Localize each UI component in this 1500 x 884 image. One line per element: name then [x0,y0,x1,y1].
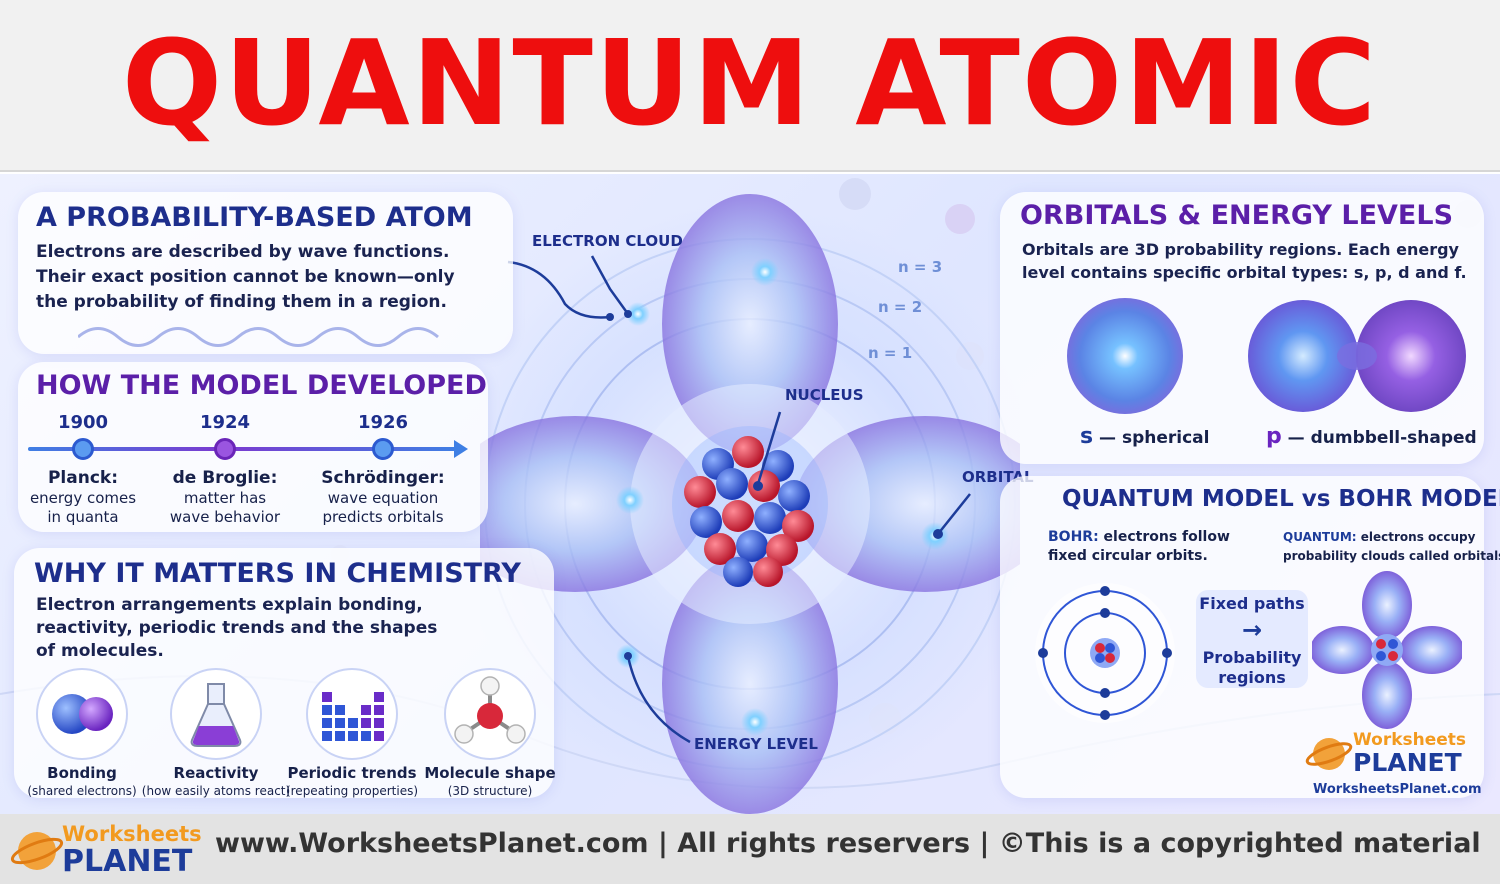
level-n1-label: n = 1 [868,344,913,362]
probability-text: Electrons are described by wave function… [36,240,455,315]
comparison-card: QUANTUM MODEL vs BOHR MODEL BOHR: electr… [1000,476,1500,798]
timeline-name-schrodinger: Schrödinger: [321,468,445,488]
s-letter: s [1080,424,1094,449]
timeline-year-1926: 1926 [357,412,409,433]
logo-main: Worksheets PLANET WorksheetsPlanet.com [1305,724,1485,804]
probability-line: the probability of finding them in a reg… [36,292,447,312]
timeline-dot [72,438,94,460]
fixed-paths-label: Fixed paths [1199,594,1305,613]
probability-line: Electrons are described by wave function… [36,242,450,262]
footer: Worksheets PLANET www.WorksheetsPlanet.c… [0,814,1500,884]
molecule-shape-sub: (3D structure) [447,784,533,798]
s-orbital-icon [1067,298,1183,414]
transition-arrow-icon: → [1241,616,1263,644]
timeline-desc-line: energy comes [29,489,137,507]
flask-icon [170,668,262,760]
reactivity-sub: (how easily atoms react) [141,784,291,798]
orbitals-line: Orbitals are 3D probability regions. Eac… [1022,240,1459,259]
main-area: ELECTRON CLOUD NUCLEUS ORBITAL ENERGY LE… [0,174,1500,814]
orbitals-card: ORBITALS & ENERGY LEVELS Orbitals are 3D… [1000,192,1484,464]
periodic-table-icon [306,668,398,760]
logo-url: WorksheetsPlanet.com [1313,782,1482,797]
wave-icon [78,327,439,347]
why-text: Electron arrangements explain bonding, r… [36,594,437,663]
timeline-desc-line: wave behavior [169,508,281,526]
orbitals-heading: ORBITALS & ENERGY LEVELS [1020,200,1454,231]
molecule-icon [444,668,536,760]
why-card: WHY IT MATTERS IN CHEMISTRY Electron arr… [14,548,556,798]
level-n2-label: n = 2 [878,298,923,316]
orbitals-line: level contains specific orbital types: s… [1022,263,1467,282]
atom-illustration [480,194,1020,814]
prob-line: Probability [1202,648,1302,667]
footer-text: www.WorksheetsPlanet.com | All rights re… [215,828,1481,859]
planet-icon [1305,738,1353,770]
timeline-desc-line: matter has [183,489,267,507]
why-line: of molecules. [36,641,164,661]
bonding-sub: (shared electrons) [27,784,137,798]
bohr-key: BOHR: [1048,529,1099,545]
probability-regions-label: Probability regions [1196,648,1308,688]
quantum-description: QUANTUM: electrons occupy probability cl… [1283,528,1500,566]
why-heading: WHY IT MATTERS IN CHEMISTRY [34,558,521,589]
timeline-desc-schrodinger: wave equation predicts orbitals [298,489,468,527]
title-band: QUANTUM ATOMIC MODEL [0,0,1500,302]
timeline-year-1924: 1924 [199,412,251,433]
timeline-dot [372,438,394,460]
timeline-desc-line: predicts orbitals [322,508,444,526]
timeline-desc-planck: energy comes in quanta [0,489,168,527]
s-orbital-caption: s — spherical [1080,424,1209,449]
history-heading: HOW THE MODEL DEVELOPED [36,370,487,401]
why-line: reactivity, periodic trends and the shap… [36,618,438,638]
bonding-label: Bonding [47,764,117,782]
p-orbital-caption: p — dumbbell-shaped [1266,424,1477,449]
bohr-line: fixed circular orbits. [1048,548,1208,564]
reactivity-label: Reactivity [173,764,259,782]
bohr-model-icon [1035,583,1175,723]
p-text: — dumbbell-shaped [1287,428,1477,448]
periodic-trends-sub: (repeating properties) [285,784,419,798]
periodic-trends-label: Periodic trends [287,764,417,782]
energy-level-label: ENERGY LEVEL [694,735,818,753]
timeline-dot [214,438,236,460]
level-n3-label: n = 3 [898,258,943,276]
s-text: — spherical [1099,428,1210,448]
timeline-arrow-icon [454,440,468,458]
orbitals-text: Orbitals are 3D probability regions. Eac… [1022,238,1467,284]
probability-card: A PROBABILITY-BASED ATOM Electrons are d… [18,192,513,354]
timeline-year-1900: 1900 [57,412,109,433]
quantum-line: probability clouds called orbitals. [1283,549,1500,563]
probability-heading: A PROBABILITY-BASED ATOM [36,202,473,233]
footer-planet-icon [10,832,64,870]
molecule-shape-label: Molecule shape [424,764,556,782]
p-letter: p [1266,424,1282,449]
timeline-desc-line: in quanta [47,508,119,526]
why-line: Electron arrangements explain bonding, [36,595,423,615]
footer-logo-word1: Worksheets [62,822,202,846]
footer-logo-word2: PLANET [62,844,193,879]
quantum-line: electrons occupy [1360,530,1476,544]
bonding-icon [36,668,128,760]
bohr-description: BOHR: electrons follow fixed circular or… [1048,528,1230,566]
timeline-desc-line: wave equation [327,489,439,507]
prob-line: regions [1218,668,1286,687]
logo-word1: Worksheets [1353,730,1467,750]
logo-word2: PLANET [1353,748,1462,777]
probability-line: Their exact position cannot be known—onl… [36,267,455,287]
timeline-name-debroglie: de Broglie: [172,468,278,488]
quantum-key: QUANTUM: [1283,530,1357,544]
timeline-name-planck: Planck: [47,468,119,488]
p-orbital-icon [1248,300,1466,412]
history-card: HOW THE MODEL DEVELOPED 1900 Planck: ene… [18,362,488,532]
timeline-line [28,447,458,451]
comparison-heading: QUANTUM MODEL vs BOHR MODEL [1062,486,1500,512]
nucleus-label: NUCLEUS [785,386,864,404]
quantum-model-icon [1312,571,1462,729]
timeline-desc-debroglie: matter has wave behavior [140,489,310,527]
transition-box: Fixed paths → Probability regions [1196,590,1308,688]
bohr-line: electrons follow [1103,529,1230,545]
electron-cloud-label: ELECTRON CLOUD [532,232,683,250]
